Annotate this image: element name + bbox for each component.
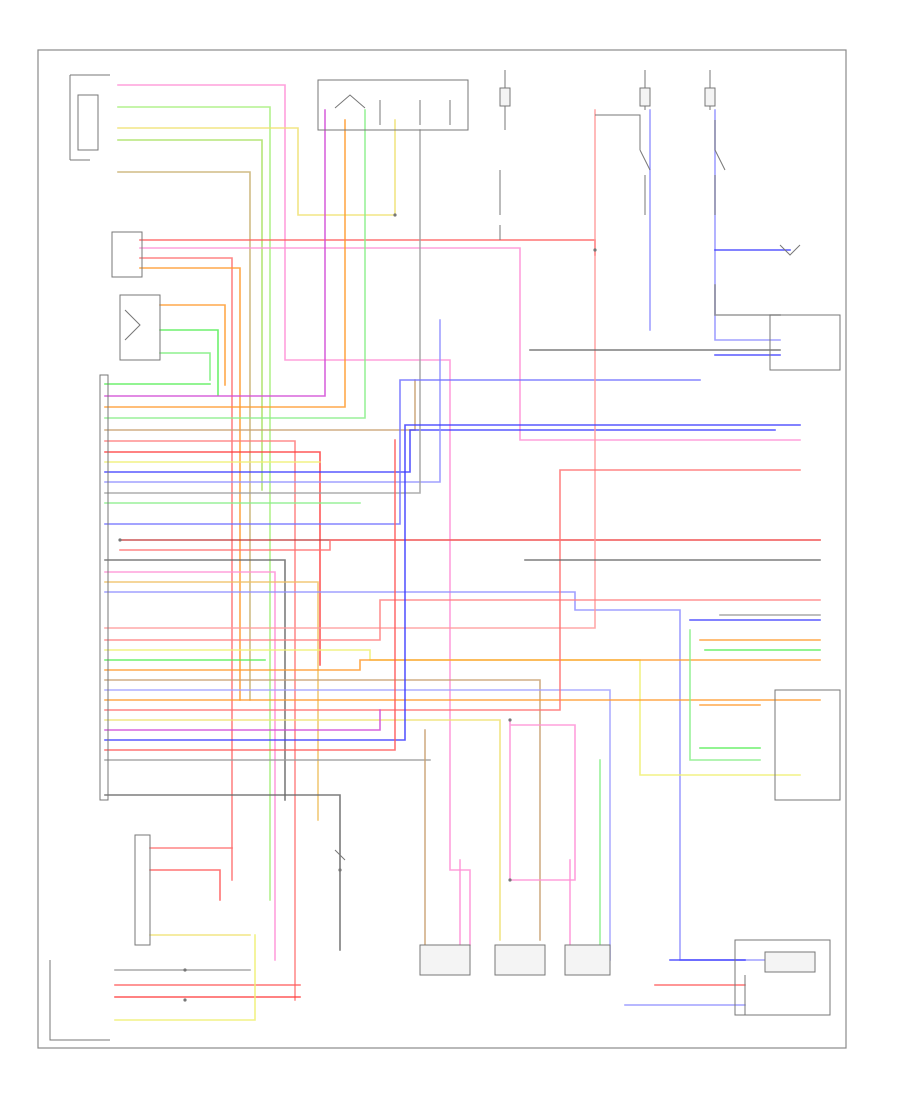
wire-group [104,84,821,1021]
wire-ecu-18 [104,581,319,821]
wire-brown-1 [117,171,251,701]
sensor-3 [564,944,611,976]
wire-green-2 [117,139,263,491]
wire-ecu-20 [104,109,596,629]
relay-right-mid [769,314,841,371]
wire-ecu-26 [104,689,611,961]
bottom-left-connector [49,960,110,1041]
junction-dots [118,213,597,1002]
wire-ecu-6 [104,440,296,1001]
dist-switches [334,94,451,125]
wire-ecu-29 [104,719,501,941]
wire-pink-2 [139,247,801,441]
wire-ecu-17 [104,571,276,961]
wire-green-3 [159,329,219,396]
wire-orange-1 [139,267,241,701]
wire-green-4 [159,352,211,381]
wire-red-3 [139,257,233,881]
fuse-b-body [639,87,651,107]
wire-ecu-5 [104,379,416,431]
wire-ecu-9 [104,429,776,473]
wire-pink-1 [117,84,471,946]
wire-ecu-13 [104,379,701,525]
wire-bot-4 [114,934,256,1021]
components [49,70,841,1041]
fuse-a-body [499,87,511,107]
sensor-2 [494,944,546,976]
wire-sens-3 [509,719,576,881]
wire-low-2 [149,869,221,901]
ecu-left [99,374,109,801]
wire-ecu-24 [104,659,821,671]
wire-ecu-21 [104,599,821,641]
mode-sensor [69,74,110,161]
wire-ecu-22 [104,649,801,776]
wire-ecu-34 [104,794,341,951]
wire-ecu-7 [104,451,321,666]
lower-relay [334,830,346,870]
relay-switch-1 [595,114,651,215]
lower-switch-block [134,834,151,946]
wire-ecu-31 [104,424,801,741]
wire-rc-2 [689,629,761,761]
relay-switch-2 [714,120,726,215]
ecu-right-connector [774,689,841,801]
diagram-frame [37,49,847,1049]
dist-connector [317,79,469,131]
compressor-clutch [764,951,816,973]
wire-ecu-3 [104,119,346,408]
wire-ecu-32 [104,439,396,751]
wire-ecu-11 [104,129,421,494]
sensor-1 [419,944,471,976]
wire-orange-2 [159,304,226,386]
wire-ecu-25 [104,679,541,941]
sensor-left-block [119,294,161,361]
mode-sensor-body [77,94,99,151]
wire-ecu-2 [104,109,326,397]
wire-ecu-15 [119,539,821,551]
wire-ecu-30 [104,709,381,731]
compressor [734,939,831,1016]
fuse-c-body [704,87,716,107]
wire-right-5 [714,284,781,316]
wire-ecu-28 [104,469,801,711]
wire-ecu-4 [104,109,366,419]
sensor-left-upper [111,231,143,278]
wire-yellow-1 [117,119,396,216]
wire-ecu-10 [104,319,441,483]
sensor-left-symbol [124,309,141,341]
relay-right-top [779,244,801,256]
wire-lime-1 [117,106,271,901]
wire-ecu-19 [104,591,801,961]
wire-right-2 [714,109,781,341]
